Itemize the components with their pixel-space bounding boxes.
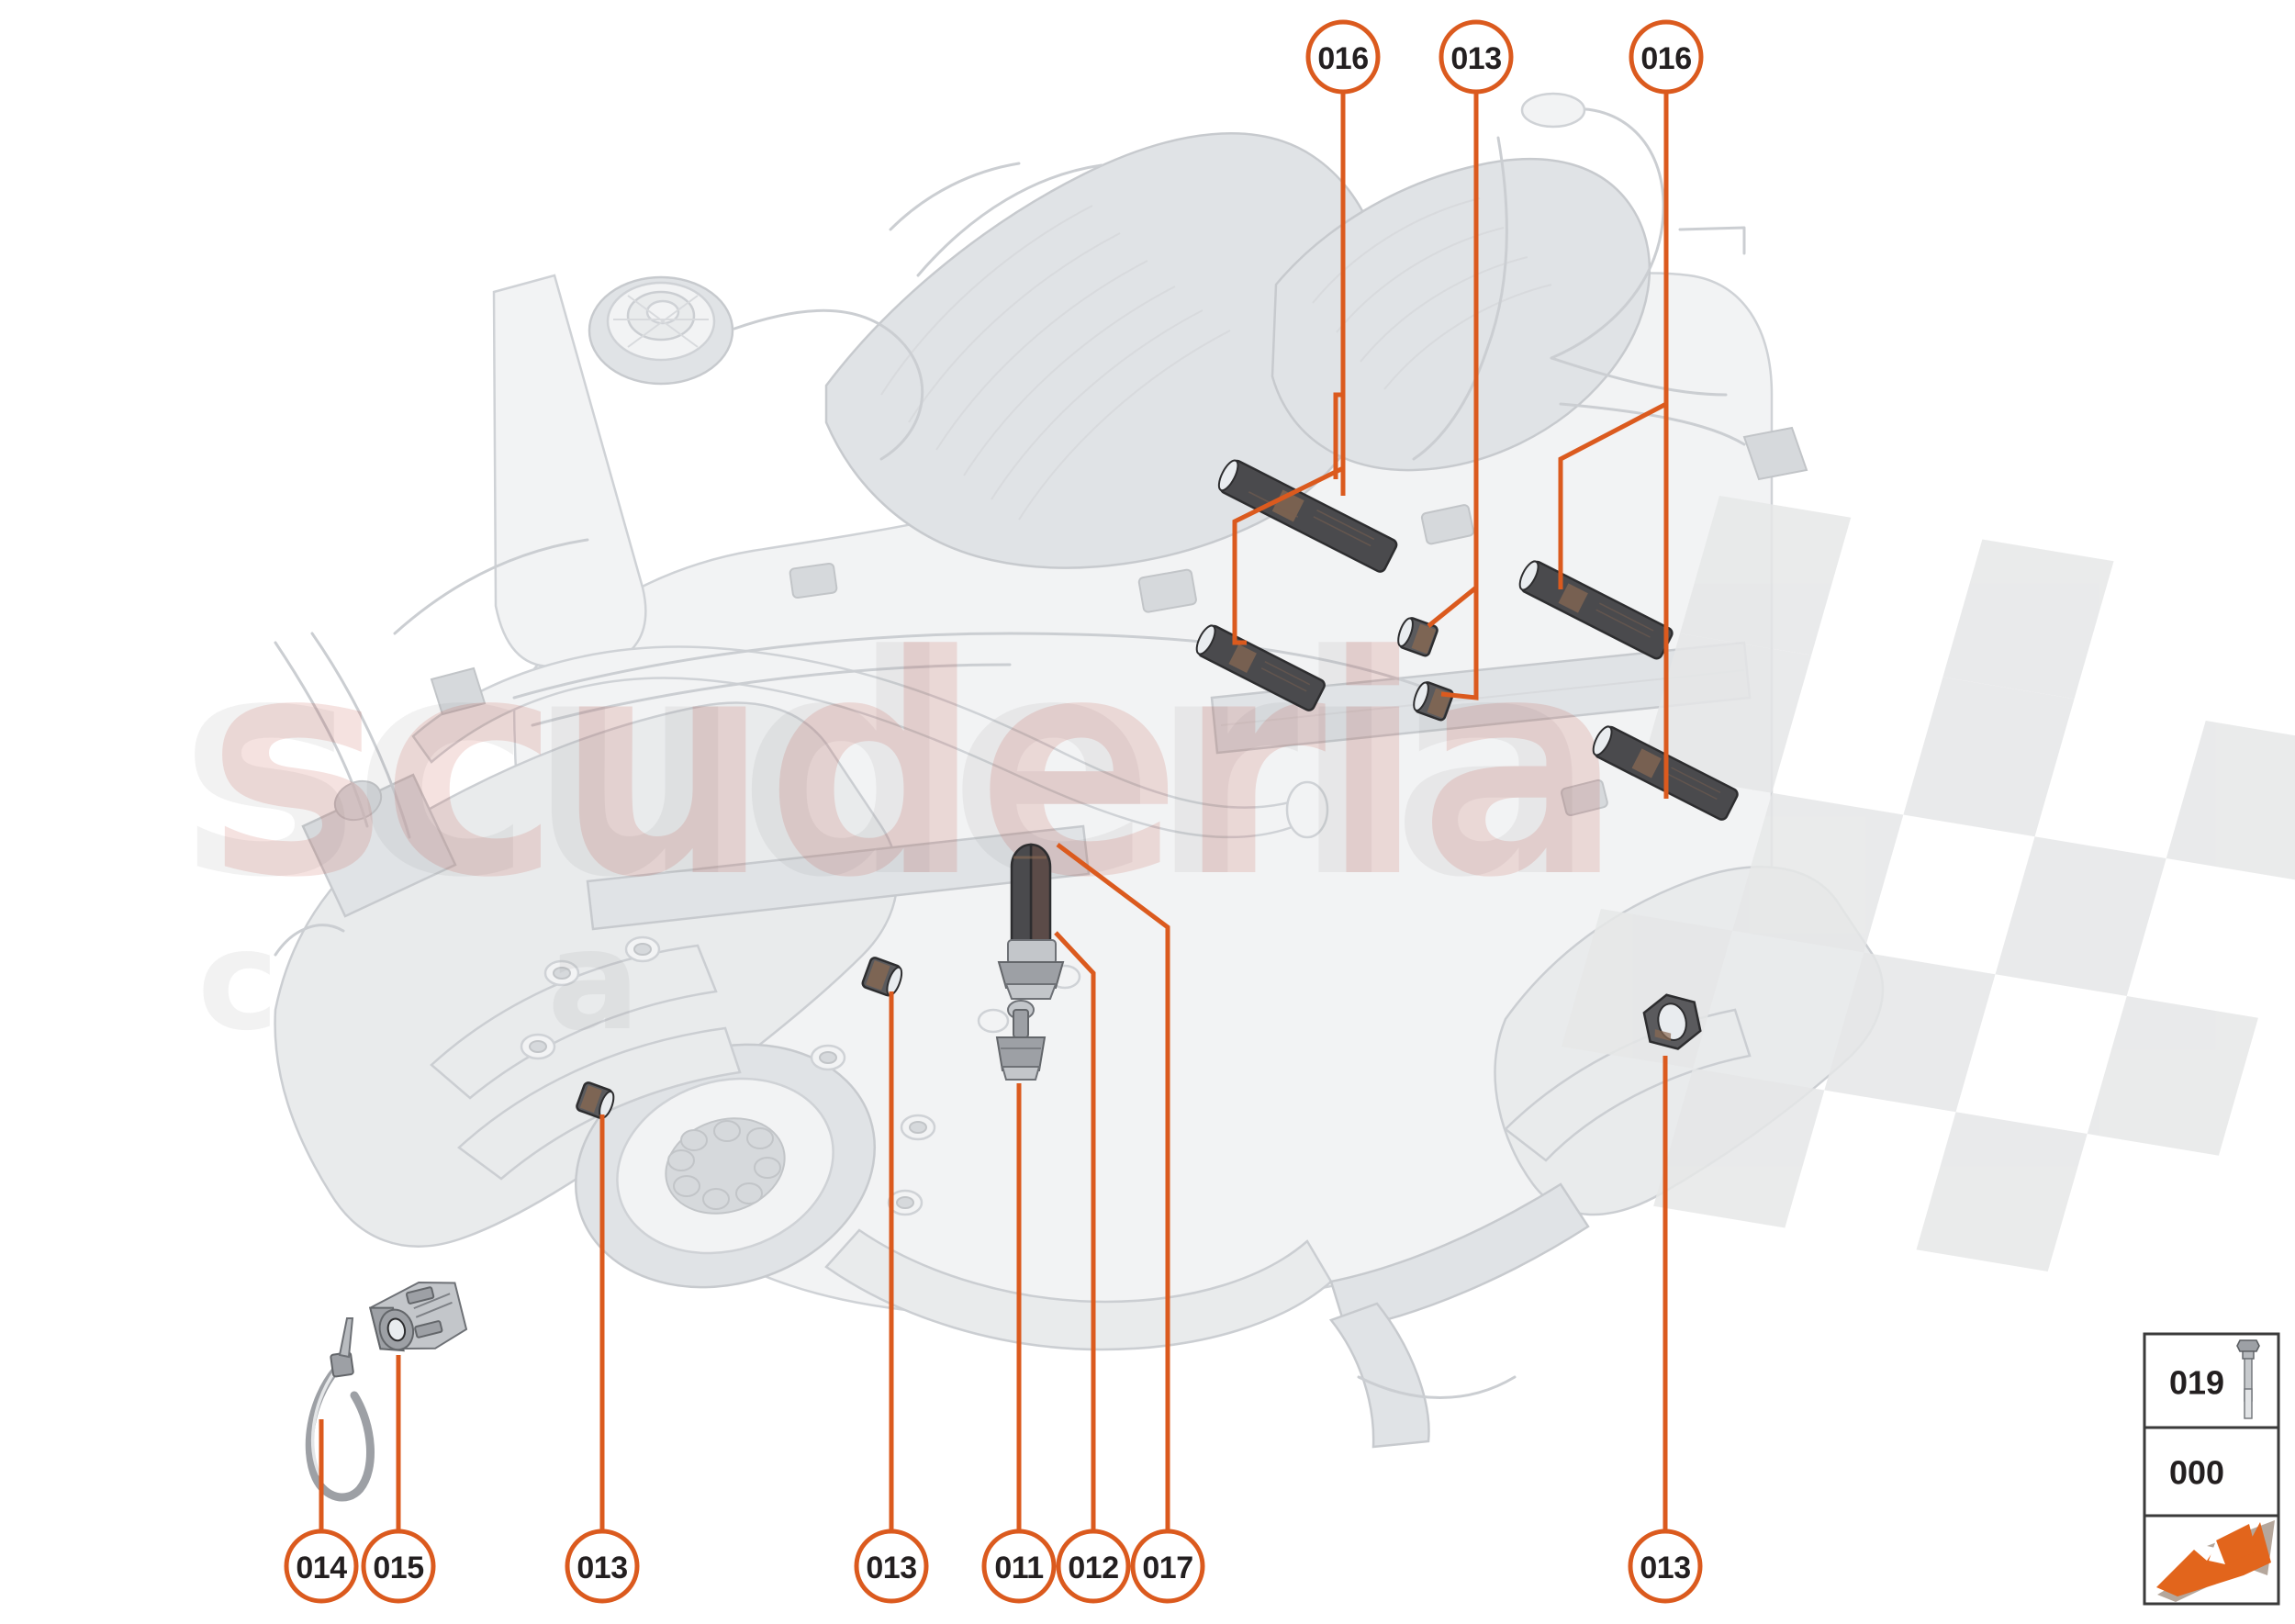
- callout-bubbles: 016 013 016 014 015 013: [284, 19, 1704, 1604]
- part-ignition-coil-2: [1195, 624, 1326, 711]
- part-seal-ring-5: [1642, 993, 1702, 1050]
- callout-label: 015: [373, 1551, 423, 1585]
- callout-017[interactable]: 017: [1130, 1529, 1205, 1604]
- callout-016-b[interactable]: 016: [1629, 19, 1704, 95]
- part-knock-sensor: [995, 1000, 1047, 1081]
- checkered-flag: [1561, 496, 2295, 1272]
- leader-016-b-branch: [1558, 399, 1669, 589]
- part-cable-tie: [305, 1317, 375, 1502]
- callout-label: 013: [1450, 41, 1501, 76]
- leader-013-a-branch: [1440, 586, 1479, 700]
- callout-label: 016: [1640, 41, 1691, 76]
- callout-015[interactable]: 015: [361, 1529, 436, 1604]
- bolt-icon: [2236, 1339, 2260, 1419]
- legend-label-019: 019: [2169, 1364, 2224, 1402]
- callout-label: 012: [1068, 1551, 1118, 1585]
- leader-012: [1054, 931, 1096, 1531]
- callout-label: 011: [994, 1551, 1043, 1585]
- callout-011[interactable]: 011: [981, 1529, 1057, 1604]
- watermark-subtext: c a: [197, 902, 750, 1061]
- callout-013-c[interactable]: 013: [854, 1529, 929, 1604]
- callout-label: 017: [1142, 1551, 1192, 1585]
- callout-014[interactable]: 014: [284, 1529, 359, 1604]
- callout-013-b[interactable]: 013: [565, 1529, 640, 1604]
- callout-013-d[interactable]: 013: [1628, 1529, 1703, 1604]
- part-electrical-connector: [368, 1281, 468, 1352]
- leader-lines: [319, 92, 1669, 1531]
- watermark-text: scuderia: [207, 591, 1618, 944]
- orange-arrow-icon: [2156, 1520, 2275, 1602]
- legend-row-000[interactable]: [2143, 1426, 2280, 1518]
- watermark-shadow: scuderia: [179, 591, 1591, 944]
- part-seal-ring-4: [576, 1081, 615, 1119]
- callout-012[interactable]: 012: [1056, 1529, 1131, 1604]
- leader-016-a-branch2: [1333, 392, 1346, 479]
- leader-016-a-branch1: [1232, 464, 1346, 645]
- callout-013-a[interactable]: 013: [1439, 19, 1514, 95]
- legend-label-000: 000: [2169, 1454, 2224, 1492]
- leader-013-a: [1427, 92, 1479, 628]
- callout-label: 013: [1640, 1551, 1690, 1585]
- legend-box: 019 000: [2143, 1332, 2280, 1606]
- part-spark-plug: [997, 843, 1065, 1000]
- callout-label: 016: [1317, 41, 1368, 76]
- leader-017: [1056, 843, 1170, 1531]
- callout-label: 013: [866, 1551, 916, 1585]
- part-seal-ring-1: [1397, 617, 1439, 657]
- callout-label: 014: [296, 1551, 347, 1585]
- callout-label: 013: [577, 1551, 627, 1585]
- part-seal-ring-3: [861, 957, 903, 997]
- callout-016-a[interactable]: 016: [1305, 19, 1381, 95]
